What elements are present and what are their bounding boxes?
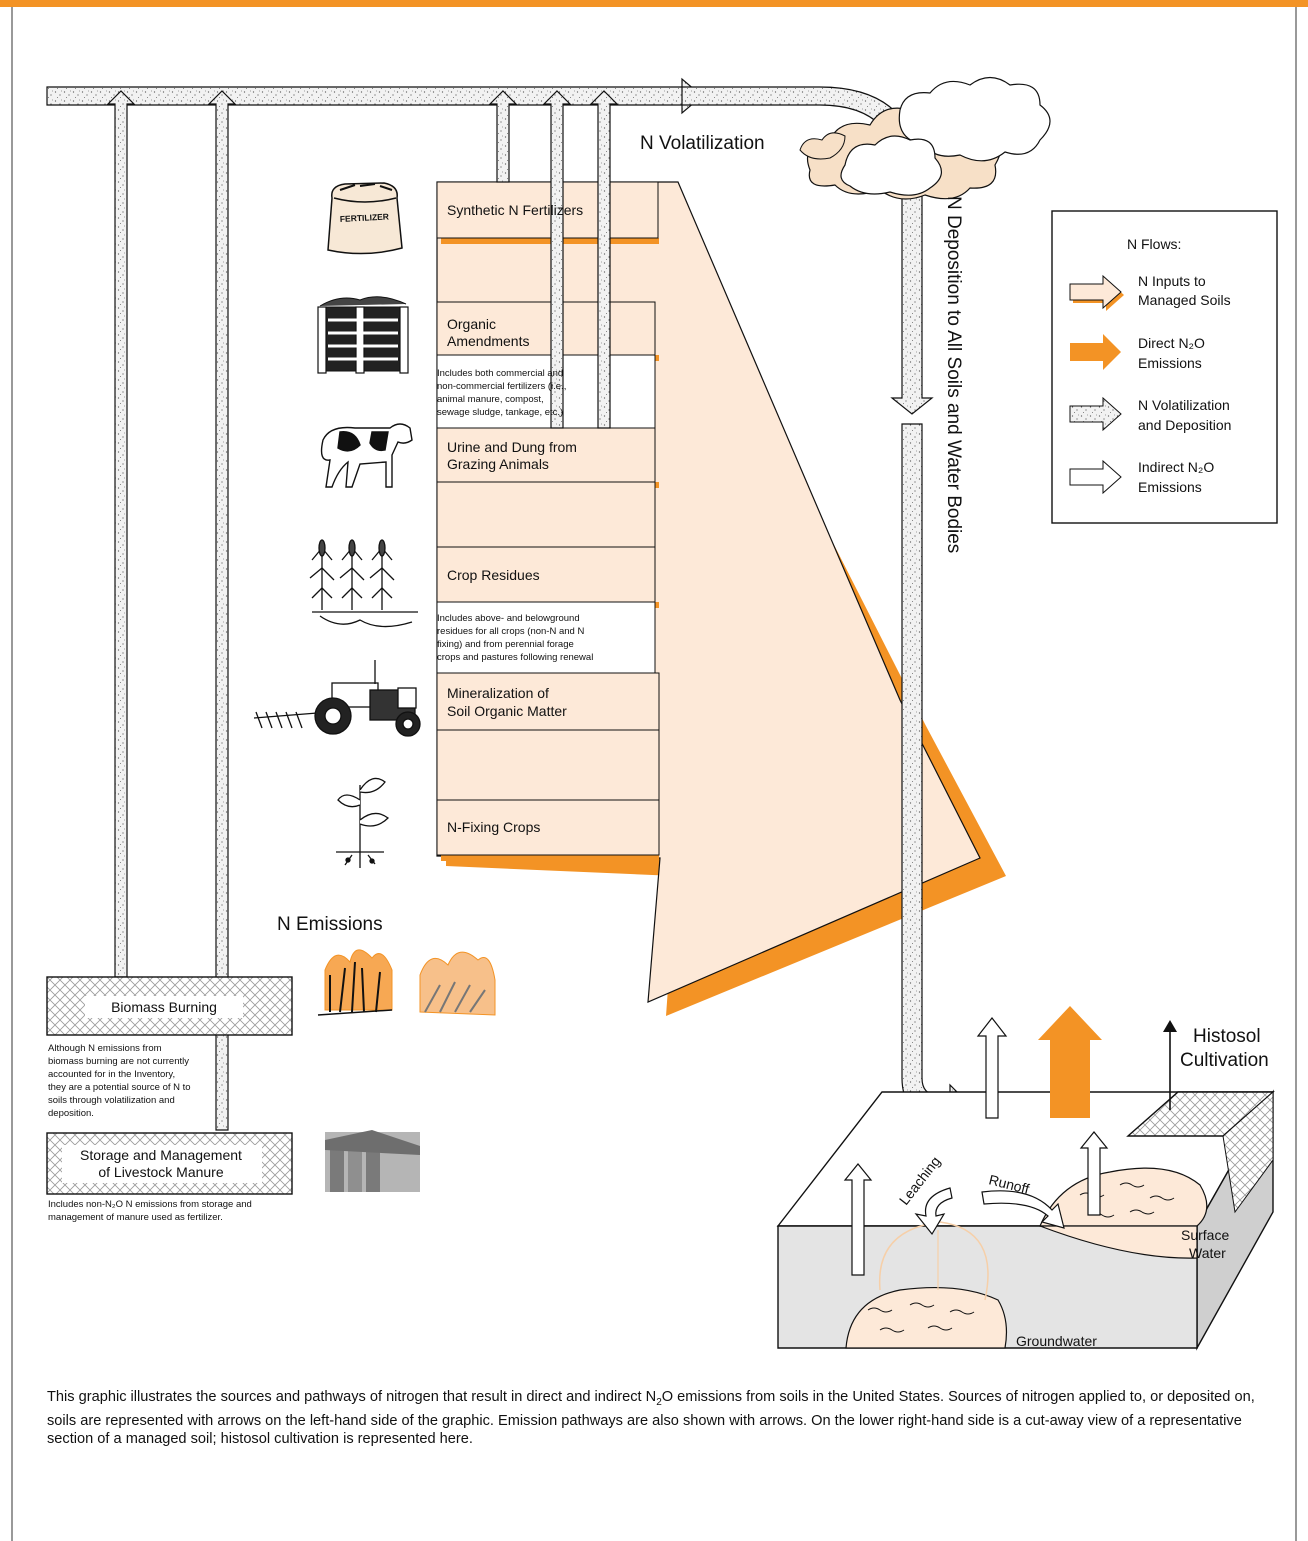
cow-icon bbox=[320, 423, 413, 488]
diagram-labels: N Volatilization N Deposition to All Soi… bbox=[48, 133, 1269, 1349]
organic-label-1: Organic bbox=[447, 316, 496, 332]
crop-note-3: fixing) and from perennial forage bbox=[437, 639, 574, 650]
urine-label-2: Grazing Animals bbox=[447, 456, 549, 472]
crop-note-2: residues for all crops (non-N and N bbox=[437, 626, 584, 637]
histosol-label-2: Cultivation bbox=[1180, 1050, 1269, 1071]
mineralization-tab bbox=[436, 672, 660, 801]
biomass-note-5: soils through volatilization and bbox=[48, 1095, 175, 1106]
legend-item-4-line1: Indirect N₂O bbox=[1138, 459, 1214, 475]
manure-storage-icon bbox=[325, 1130, 420, 1192]
volatilization-label: N Volatilization bbox=[640, 133, 765, 154]
storage-note-2: management of manure used as fertilizer. bbox=[48, 1212, 223, 1223]
burning-residue-icon bbox=[419, 951, 496, 1016]
storage-label-2: of Livestock Manure bbox=[98, 1164, 223, 1180]
legend-item-2-line2: Emissions bbox=[1138, 355, 1202, 371]
mineral-label-2: Soil Organic Matter bbox=[447, 703, 567, 719]
legend-indirect-swatch bbox=[1069, 459, 1122, 495]
biomass-note-6: deposition. bbox=[48, 1108, 94, 1119]
emissions-label: N Emissions bbox=[277, 914, 383, 935]
vertical-rise-arrows bbox=[106, 90, 619, 1131]
compost-bin-icon bbox=[317, 296, 409, 374]
crop-residues-tab bbox=[436, 546, 659, 674]
legend-item-1-line1: N Inputs to bbox=[1138, 273, 1206, 289]
indirect-emission-arrows bbox=[843, 1017, 1109, 1276]
top-accent-bar bbox=[0, 0, 1308, 7]
urine-label-1: Urine and Dung from bbox=[447, 439, 577, 455]
caption-part-1: This graphic illustrates the sources and… bbox=[47, 1389, 657, 1405]
deposition-label: N Deposition to All Soils and Water Bodi… bbox=[943, 196, 964, 553]
legend-item-3-line1: N Volatilization bbox=[1138, 397, 1230, 413]
fertilizer-bag-label: FERTILIZER bbox=[340, 211, 390, 224]
legend-item-2-line1: Direct N₂O bbox=[1138, 335, 1205, 351]
figure-caption: This graphic illustrates the sources and… bbox=[47, 1388, 1262, 1448]
manure-storage-box bbox=[46, 1132, 293, 1195]
synthetic-label: Synthetic N Fertilizers bbox=[447, 202, 583, 218]
crop-note-4: crops and pastures following renewal bbox=[437, 652, 593, 663]
biomass-note-2: biomass burning are not currently bbox=[48, 1056, 189, 1067]
legend-box bbox=[1051, 210, 1278, 524]
soil-cutaway-block bbox=[776, 1089, 1275, 1351]
storage-label-1: Storage and Management bbox=[80, 1147, 242, 1163]
surface-water-label-2: Water bbox=[1189, 1245, 1226, 1261]
legend-item-4-line2: Emissions bbox=[1138, 479, 1202, 495]
legend-volatilization-swatch bbox=[1069, 396, 1122, 432]
caption-subscript: 2 bbox=[656, 1396, 662, 1408]
urine-dung-tab bbox=[436, 427, 659, 548]
legend-input-swatch bbox=[1069, 274, 1124, 311]
nfixing-label: N-Fixing Crops bbox=[447, 819, 540, 835]
biomass-label: Biomass Burning bbox=[111, 999, 217, 1015]
biomass-burning-box bbox=[46, 976, 293, 1036]
mineral-label-1: Mineralization of bbox=[447, 685, 549, 701]
organic-label-2: Amendments bbox=[447, 333, 529, 349]
organic-note-2: non-commercial fertilizers (i.e., bbox=[437, 381, 566, 392]
organic-note-4: sewage sludge, tankage, etc.) bbox=[437, 407, 563, 418]
tractor-icon bbox=[253, 660, 421, 737]
biomass-note-4: they are a potential source of N to bbox=[48, 1082, 191, 1093]
crop-label: Crop Residues bbox=[447, 567, 540, 583]
histosol-label-1: Histosol bbox=[1193, 1026, 1261, 1047]
biomass-note-3: accounted for in the Inventory, bbox=[48, 1069, 175, 1080]
runoff-arrow bbox=[981, 1190, 1065, 1229]
clouds-icon bbox=[799, 76, 1051, 200]
corn-stalks-icon bbox=[309, 539, 418, 628]
caption-part-2: O emissions from soils in the United Sta… bbox=[47, 1389, 1255, 1447]
groundwater-label: Groundwater bbox=[1016, 1333, 1097, 1349]
legend-direct-swatch bbox=[1070, 334, 1121, 370]
storage-note-1: Includes non-N₂O N emissions from storag… bbox=[48, 1199, 252, 1210]
n-fixing-plant-icon bbox=[336, 777, 389, 868]
histosol-arrow bbox=[1163, 1020, 1177, 1110]
n-fixing-tab bbox=[436, 799, 660, 861]
leaching-arrow bbox=[914, 1187, 953, 1236]
surface-water-label-1: Surface bbox=[1181, 1227, 1229, 1243]
biomass-note-1: Although N emissions from bbox=[48, 1043, 162, 1054]
burning-crops-icon bbox=[317, 949, 393, 1016]
legend-title: N Flows: bbox=[1127, 236, 1181, 252]
legend-item-3-line2: and Deposition bbox=[1138, 417, 1231, 433]
crop-note-1: Includes above- and belowground bbox=[437, 613, 580, 624]
fertilizer-bag-icon bbox=[327, 182, 403, 255]
organic-note-3: animal manure, compost, bbox=[437, 394, 544, 405]
direct-emission-arrow bbox=[1038, 1006, 1102, 1118]
legend-item-1-line2: Managed Soils bbox=[1138, 292, 1231, 308]
organic-note-1: Includes both commercial and bbox=[437, 368, 563, 379]
